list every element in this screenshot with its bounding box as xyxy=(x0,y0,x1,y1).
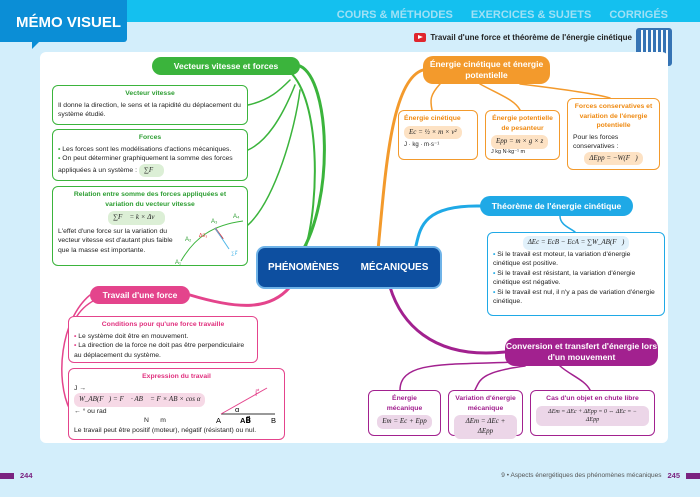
video-play-icon xyxy=(414,33,427,42)
forces-box: Forces Les forces sont les modélisations… xyxy=(52,129,248,181)
box-text: Il donne la direction, le sens et la rap… xyxy=(58,101,241,119)
unit: m·s⁻¹ xyxy=(424,142,440,149)
item-text: On peut déterminer graphiquement la somm… xyxy=(58,155,233,174)
conditions-box: Conditions pour qu'une force travaille L… xyxy=(68,316,258,363)
variation-box: Variation d'énergie mécanique ΔEm = ΔEc … xyxy=(448,390,523,439)
list-item: Le système doit être en mouvement. xyxy=(74,332,252,342)
unit: J xyxy=(74,384,78,392)
vecteurs-header: Vecteurs vitesse et forces xyxy=(152,57,300,75)
chute-libre-box: Cas d'un objet en chute libre ΔEm = ΔEc … xyxy=(530,390,655,436)
page-bar xyxy=(686,472,700,479)
label-dv: Δv⃗₃ xyxy=(199,233,207,239)
energie-header: Énergie cinétique et énergie potentielle xyxy=(423,56,550,84)
box-title: Variation d'énergie mécanique xyxy=(455,395,516,412)
formula: Epp = m × g × z xyxy=(491,135,549,149)
box-text: Pour les forces conservatives : xyxy=(573,133,619,151)
label-a2: A₂ xyxy=(185,237,192,243)
label-a: A xyxy=(216,416,221,424)
relation-box: Relation entre somme des forces appliqué… xyxy=(52,186,248,266)
chapter-title: 9 • Aspects énergétiques des phénomènes … xyxy=(501,472,662,479)
top-bar xyxy=(0,0,700,22)
box-title: Vecteur vitesse xyxy=(125,90,175,97)
list-item: Si le travail est nul, il n'y a pas de v… xyxy=(493,288,659,307)
formula: ΔEm = ΔEc + ΔEpp xyxy=(454,415,517,439)
label-a4: A₄ xyxy=(233,214,240,220)
formula-column: J → W_AB(F⃗) = F⃗ · AB⃗ = F × AB × cos α… xyxy=(74,384,211,426)
central-node: PHÉNOMÈNES MÉCANIQUES xyxy=(258,248,440,287)
orange-branches xyxy=(376,68,611,252)
vecteur-vitesse-box: Vecteur vitesse Il donne la direction, l… xyxy=(52,85,248,125)
unit: m xyxy=(520,148,526,155)
page-bar xyxy=(0,472,14,479)
formula: ∑F⃗ xyxy=(138,163,164,178)
box-title: Conditions pour qu'une force travaille xyxy=(101,321,225,328)
box-text: Le travail peut être positif (moteur), n… xyxy=(74,426,257,434)
footer-right: 9 • Aspects énergétiques des phénomènes … xyxy=(501,471,700,480)
unit: kg xyxy=(412,142,419,149)
box-title: Forces xyxy=(138,134,162,141)
unit: N xyxy=(144,417,149,425)
label-alpha: α xyxy=(235,405,240,414)
unit: J xyxy=(491,148,494,155)
nav-corriges[interactable]: CORRIGÉS xyxy=(609,9,668,21)
nav-exercices[interactable]: EXERCICES & SUJETS xyxy=(470,9,592,21)
formula: ∑F⃗ = k × Δv⃗ xyxy=(108,211,165,225)
conversion-header: Conversion et transfert d'énergie lors d… xyxy=(505,338,658,366)
theoreme-header: Théorème de l'énergie cinétique xyxy=(480,196,633,216)
work-diagram: F⃗ α A AB⃗ B xyxy=(216,387,276,424)
center-left: PHÉNOMÈNES xyxy=(267,262,340,273)
box-title: Énergie cinétique xyxy=(404,115,461,122)
conservatives-box: Forces conservatives et variation de l'é… xyxy=(567,98,660,170)
label-b: B xyxy=(271,416,276,424)
formula: ΔEm = ΔEc + ΔEpp = 0 ⇔ ΔEc = − ΔEpp xyxy=(536,405,649,427)
box-title: Relation entre somme des forces appliqué… xyxy=(73,191,227,208)
box-text: L'effet d'une force sur la variation du … xyxy=(58,227,173,254)
formula: ΔEpp = −W(F⃗) xyxy=(584,151,643,166)
theoreme-box: ΔEc = EcB − EcA = ∑W_AB(F⃗) Si le travai… xyxy=(487,232,665,316)
cinetique-box: Énergie cinétique Ec = ½ × m × v² J · kg… xyxy=(398,110,478,160)
unit: N·kg⁻¹ xyxy=(502,148,519,155)
list-item: La direction de la force ne doit pas êtr… xyxy=(74,341,252,360)
formula: ΔEc = EcB − EcA = ∑W_AB(F⃗) xyxy=(522,236,630,250)
unit: ° ou rad xyxy=(82,407,107,415)
energie-mecanique-box: Énergie mécanique Em = Ec + Epp xyxy=(368,390,441,436)
expression-box: Expression du travail J → W_AB(F⃗) = F⃗ … xyxy=(68,368,285,440)
footer-left: 244 xyxy=(0,471,33,480)
nav: COURS & MÉTHODES EXERCICES & SUJETS CORR… xyxy=(337,9,668,21)
box-title: Expression du travail xyxy=(142,373,211,380)
formula: W_AB(F⃗) = F⃗ · AB⃗ = F × AB × cos α xyxy=(74,393,206,407)
travail-header: Travail d'une force xyxy=(90,286,190,304)
box-title: Énergie mécanique xyxy=(386,395,423,412)
label-a1: A₁ xyxy=(175,260,181,265)
video-link[interactable]: Travail d'une force et théorème de l'éne… xyxy=(414,33,632,42)
page-number: 244 xyxy=(20,471,33,480)
label-sumf: ∑F⃗ xyxy=(231,250,238,257)
list-item: Si le travail est moteur, la variation d… xyxy=(493,250,659,269)
list-item: On peut déterminer graphiquement la somm… xyxy=(58,154,242,178)
box-title: Cas d'un objet en chute libre xyxy=(546,395,639,402)
box-title: Forces conservatives et variation de l'é… xyxy=(574,103,653,130)
box-title: Énergie potentielle de pesanteur xyxy=(492,115,553,132)
section-tab: MÉMO VISUEL xyxy=(0,0,127,49)
unit: kg xyxy=(495,148,502,155)
trajectory-diagram: A₁ A₂ A₃ A₄ Δv⃗₃ ∑F⃗ xyxy=(175,214,244,265)
unit: m xyxy=(160,417,166,425)
potentielle-box: Énergie potentielle de pesanteur Epp = m… xyxy=(485,110,560,160)
formula: Em = Ec + Epp xyxy=(377,415,432,429)
formula: Ec = ½ × m × v² xyxy=(404,125,462,140)
center-right: MÉCANIQUES xyxy=(360,262,429,273)
nav-cours[interactable]: COURS & MÉTHODES xyxy=(336,9,453,21)
page-number: 245 xyxy=(667,471,680,480)
blue-branches xyxy=(413,204,576,252)
video-title: Travail d'une force et théorème de l'éne… xyxy=(430,33,632,42)
list-item: Si le travail est résistant, la variatio… xyxy=(493,269,659,288)
label-a3: A₃ xyxy=(211,219,218,225)
expression-row: J → W_AB(F⃗) = F⃗ · AB⃗ = F × AB × cos α… xyxy=(74,384,279,426)
label-ab: AB⃗ xyxy=(240,415,251,423)
purple-branches xyxy=(388,285,591,391)
list-item: Les forces sont les modélisations d'acti… xyxy=(58,145,242,155)
unit: J xyxy=(404,142,407,149)
label-f: F⃗ xyxy=(255,387,260,397)
green-branches xyxy=(247,64,326,257)
